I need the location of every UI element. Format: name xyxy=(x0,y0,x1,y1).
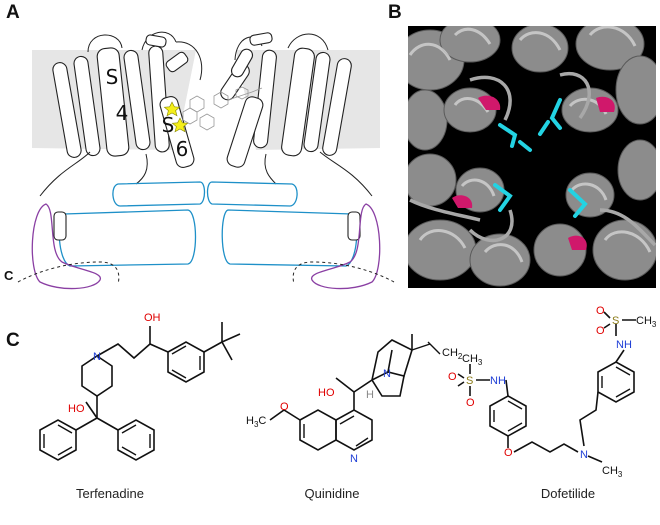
helix-left-s5 xyxy=(123,49,151,151)
magenta-residue xyxy=(478,95,501,110)
dofetilide-o-left1: O xyxy=(448,371,457,383)
dofetilide-o-left2: O xyxy=(466,397,475,409)
loop-left-3 xyxy=(175,41,203,81)
quinidine-h3c: H3C xyxy=(246,415,266,429)
purple-domain-left xyxy=(31,203,101,290)
channel-schematic: S 4 S 6 C xyxy=(4,31,395,290)
star-marker-1 xyxy=(163,101,181,117)
quinidine-h: H xyxy=(366,389,374,401)
drug-in-pore xyxy=(182,86,263,131)
molecule-dofetilide: CH3 S O O NH O N CH3 NH S O O CH3 Dofeti… xyxy=(448,305,657,501)
cyan-residue xyxy=(498,123,518,148)
dofetilide-s-left: S xyxy=(466,375,473,387)
molecule-terfenadine: OH HO N Terfenadine xyxy=(39,312,241,501)
s6-label-num: 6 xyxy=(176,137,189,161)
quinidine-o: O xyxy=(280,401,289,413)
terfenadine-oh-top: OH xyxy=(144,312,161,324)
quinidine-ho: HO xyxy=(318,387,335,399)
linker-right-1 xyxy=(319,151,373,197)
panel-label-b: B xyxy=(388,2,402,23)
helix-left-cyto xyxy=(53,211,67,241)
molecule-name-terfenadine: Terfenadine xyxy=(76,486,144,501)
dofetilide-nh-right: NH xyxy=(616,339,632,351)
cyan-domain-right-upper xyxy=(206,181,298,207)
helix-right-s2 xyxy=(303,51,331,153)
helix-right-s4 xyxy=(281,47,315,157)
terfenadine-n: N xyxy=(93,351,101,363)
dofetilide-s-right: S xyxy=(612,315,619,327)
c-tail-left xyxy=(17,261,120,285)
linker-left-2 xyxy=(135,153,148,185)
helix-left-s2 xyxy=(73,55,101,157)
s6-label-s: S xyxy=(162,113,175,137)
quinidine-n-ring: N xyxy=(350,453,358,465)
s4-label-num: 4 xyxy=(116,101,129,125)
panel-label-c: C xyxy=(6,330,20,351)
helix-left-top xyxy=(145,34,167,48)
cyan-domain-left-upper xyxy=(112,181,206,207)
s4-label-s: S xyxy=(106,65,119,89)
linker-right-2 xyxy=(264,153,277,185)
panel-label-a: A xyxy=(6,2,20,23)
dofetilide-ch3-right: CH3 xyxy=(636,315,657,329)
cyan-domain-left-lower xyxy=(58,209,197,267)
molecule-name-dofetilide: Dofetilide xyxy=(541,486,595,501)
helix-left-pore xyxy=(165,51,189,73)
dofetilide-o-ether: O xyxy=(504,447,513,459)
molecule-quinidine: HO N H CH2 H3C O N Quinidine xyxy=(246,334,463,501)
dofetilide-ch3-left: CH3 xyxy=(462,353,483,367)
helix-left-s1 xyxy=(52,62,82,158)
molecule-name-quinidine: Quinidine xyxy=(305,486,360,501)
helix-right-top xyxy=(249,32,273,46)
helix-left-s4 xyxy=(96,47,130,157)
pore-top-view xyxy=(408,26,656,288)
dofetilide-o-right2: O xyxy=(596,325,605,337)
dofetilide-ch3-amine: CH3 xyxy=(602,465,623,479)
linker-left-1 xyxy=(39,151,91,197)
loop-right-2 xyxy=(287,33,329,51)
c-terminus-label: C xyxy=(4,268,14,283)
helix-right-s6 xyxy=(226,96,264,168)
dofetilide-nh-left: NH xyxy=(490,375,506,387)
loop-left-1 xyxy=(87,34,123,53)
loop-left-2 xyxy=(141,31,177,51)
quinidine-ch2: CH2 xyxy=(442,347,463,361)
dofetilide-o-right1: O xyxy=(596,305,605,317)
helix-right-s1 xyxy=(322,58,352,156)
cyan-domain-right-lower xyxy=(221,209,358,267)
helix-right-cyto xyxy=(347,211,361,241)
star-marker-2 xyxy=(171,117,189,133)
dofetilide-n-amine: N xyxy=(580,449,588,461)
terfenadine-ho: HO xyxy=(68,403,85,415)
purple-domain-right xyxy=(311,203,381,290)
quinidine-n-bridge: N xyxy=(383,368,391,380)
helix-right-b xyxy=(230,48,254,78)
c-tail-right xyxy=(292,261,395,285)
